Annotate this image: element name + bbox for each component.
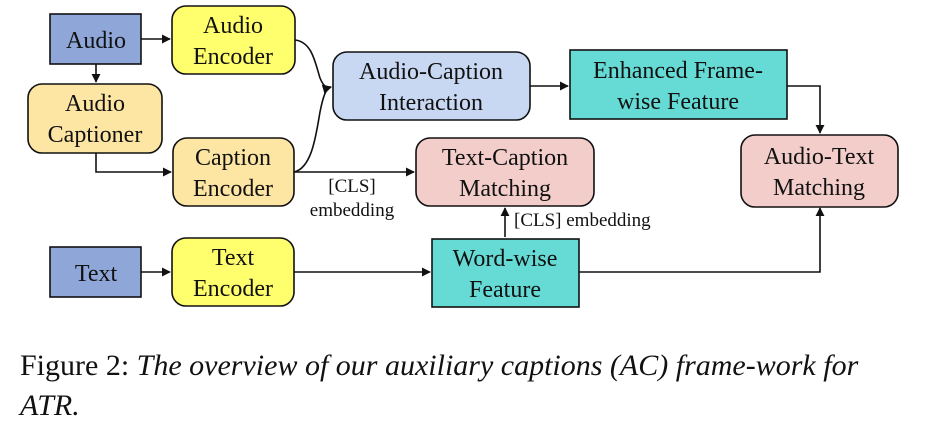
edge-caption-encoder-to-interaction	[293, 84, 332, 173]
nodes: Audio Audio Encoder Audio Captioner Capt…	[27, 5, 899, 308]
node-word-wise-feature: Word-wise Feature	[431, 238, 580, 308]
node-text-encoder-label-1: Text	[212, 245, 255, 271]
node-audio-caption-interaction: Audio-Caption Interaction	[332, 51, 531, 121]
node-audio-captioner: Audio Captioner	[27, 83, 163, 154]
caption-prefix: Figure 2:	[20, 349, 137, 382]
node-enhanced-feature-label-1: Enhanced Frame-	[593, 58, 763, 84]
node-audio-encoder-label-2: Encoder	[193, 44, 273, 70]
node-audio: Audio	[49, 13, 142, 65]
node-word-feature-label-1: Word-wise	[453, 246, 558, 272]
node-audio-encoder: Audio Encoder	[171, 5, 296, 75]
edge-word-feature-to-audio-text-matching	[579, 207, 825, 273]
node-audio-captioner-label-2: Captioner	[48, 122, 143, 148]
node-audio-encoder-label-1: Audio	[203, 13, 263, 39]
node-text-caption-matching-label-2: Matching	[459, 176, 551, 202]
node-text-caption-matching: Text-Caption Matching	[415, 137, 595, 207]
node-audio-label: Audio	[66, 28, 126, 54]
node-audio-text-matching: Audio-Text Matching	[740, 134, 899, 208]
edge-audio-captioner-to-caption-encoder	[95, 153, 172, 177]
node-text-encoder-label-2: Encoder	[193, 276, 273, 302]
node-audio-captioner-label-1: Audio	[65, 91, 125, 117]
node-text-encoder: Text Encoder	[171, 237, 295, 307]
edge-label-cls-caption-1: [CLS]	[328, 176, 376, 197]
edges	[91, 34, 825, 277]
edge-label-cls-caption-2: embedding	[310, 200, 395, 221]
node-text-label: Text	[75, 261, 118, 287]
node-audio-text-matching-label-2: Matching	[773, 175, 865, 201]
node-enhanced-feature-label-2: wise Feature	[617, 89, 739, 115]
node-text: Text	[49, 246, 142, 298]
node-audio-text-matching-label-1: Audio-Text	[764, 144, 875, 170]
node-text-caption-matching-label-1: Text-Caption	[442, 145, 568, 171]
node-caption-encoder: Caption Encoder	[172, 137, 295, 207]
node-word-feature-label-2: Feature	[469, 277, 541, 303]
edge-audio-encoder-to-interaction	[294, 39, 332, 94]
node-caption-encoder-label-1: Caption	[195, 145, 271, 171]
node-interaction-label-2: Interaction	[379, 90, 483, 116]
node-interaction-label-1: Audio-Caption	[359, 59, 503, 85]
edge-enhanced-feature-to-audio-text-matching	[787, 85, 825, 134]
edge-label-cls-word: [CLS] embedding	[514, 210, 651, 231]
figure-caption: Figure 2: The overview of our auxiliary …	[20, 346, 920, 426]
caption-text: The overview of our auxiliary captions (…	[20, 349, 859, 422]
node-enhanced-frame-wise-feature: Enhanced Frame- wise Feature	[569, 49, 788, 120]
node-caption-encoder-label-2: Encoder	[193, 176, 273, 202]
